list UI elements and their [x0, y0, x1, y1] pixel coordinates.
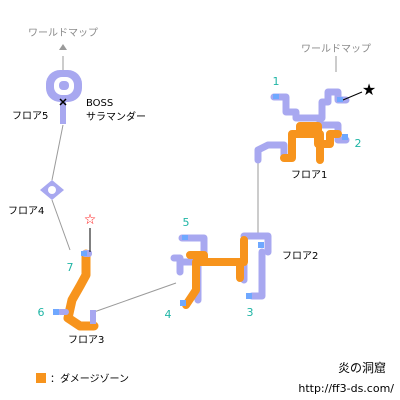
star-pointer-line-2: [342, 91, 363, 101]
floor5-map: [46, 70, 82, 124]
point-5-marker: [182, 235, 188, 240]
point-2-marker: [342, 134, 348, 140]
boss-cross-icon: [59, 98, 67, 106]
point-7-number: 7: [67, 261, 74, 274]
point-4-number: 4: [165, 308, 172, 321]
floor2-map: [170, 232, 272, 309]
world-map-label-left: ワールドマップ: [28, 27, 98, 39]
floor3-label: フロア3: [68, 335, 104, 346]
point-5-number: 5: [183, 216, 190, 229]
floor1-map: [254, 88, 350, 164]
point-6-number: 6: [38, 306, 45, 319]
floor2-label: フロア2: [282, 251, 318, 262]
point-6-marker: [53, 309, 59, 315]
point-4-marker: [180, 300, 186, 306]
point-3-marker: [246, 293, 252, 299]
floor4-label: フロア4: [8, 206, 44, 217]
world-map-exit-marker: [337, 97, 343, 102]
floor5-label: フロア5: [12, 111, 48, 122]
map-title: 炎の洞窟: [338, 360, 386, 375]
world-map-arrow-icon: [59, 44, 67, 50]
world-map-label-right: ワールドマップ: [301, 43, 371, 55]
site-url: http://ff3-ds.com/: [298, 382, 394, 395]
hollow-star-icon: ☆: [84, 212, 97, 228]
floor3-map: [57, 249, 99, 331]
floor2-exit-marker: [258, 242, 264, 248]
boss-label: BOSS: [86, 98, 113, 109]
floor4-map: [40, 180, 64, 200]
damage-zone-swatch: [36, 373, 46, 383]
solid-star-icon: ★: [362, 80, 376, 99]
point-1-marker: [273, 94, 279, 99]
point-1-number: 1: [273, 75, 280, 88]
legend-label: ：ダメージゾーン: [50, 372, 129, 385]
boss-name-label: サラマンダー: [86, 110, 146, 123]
point-3-number: 3: [247, 306, 254, 319]
floor1-label: フロア1: [291, 170, 327, 181]
floor-connectors: [51, 56, 259, 313]
point-7-marker: [81, 251, 87, 256]
point-2-number: 2: [355, 137, 362, 150]
